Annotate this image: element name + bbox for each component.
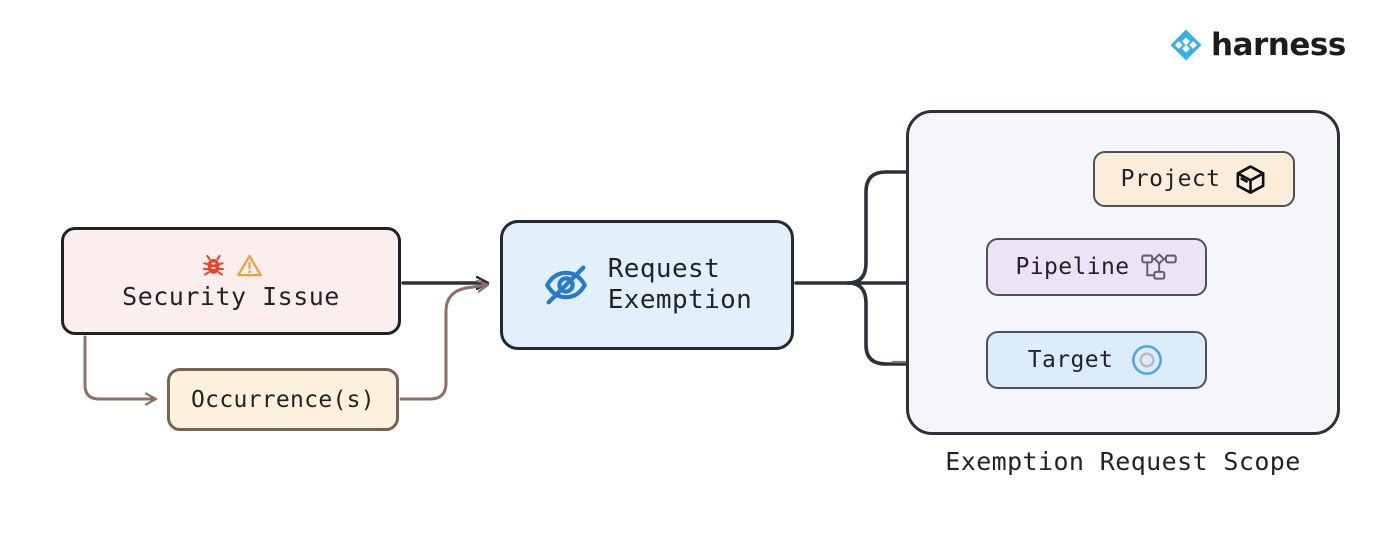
node-security-issue[interactable]: Security Issue <box>61 227 401 335</box>
request-exemption-label-line2: Exemption <box>607 285 753 315</box>
project-label: Project <box>1120 166 1221 192</box>
node-occurrences[interactable]: Occurrence(s) <box>167 368 399 431</box>
harness-wordmark: harness <box>1211 26 1346 63</box>
node-request-exemption[interactable]: Request Exemption <box>500 220 794 350</box>
edge-occurrences-to-request-exemption <box>399 285 487 401</box>
target-label: Target <box>1027 347 1114 373</box>
exemption-request-scope-label: Exemption Request Scope <box>945 447 1301 476</box>
security-issue-label: Security Issue <box>122 281 340 311</box>
node-project[interactable]: Project <box>1093 151 1295 207</box>
harness-logo: harness <box>1169 28 1346 62</box>
node-target[interactable]: Target <box>986 331 1207 389</box>
request-exemption-label: Request Exemption <box>608 254 752 315</box>
warning-triangle-icon <box>236 254 262 277</box>
request-exemption-label-line1: Request <box>607 254 721 285</box>
occurrences-label: Occurrence(s) <box>191 386 375 413</box>
edge-security-issue-to-occurrences <box>83 335 155 399</box>
target-circle-icon <box>1132 345 1163 375</box>
security-issue-icons <box>200 252 263 279</box>
node-pipeline[interactable]: Pipeline <box>986 238 1207 296</box>
eye-off-icon <box>544 265 587 305</box>
bug-icon <box>202 254 224 276</box>
harness-diamond-logo-icon <box>1170 29 1202 61</box>
pipeline-nodes-icon <box>1141 253 1178 280</box>
pipeline-label: Pipeline <box>1015 254 1130 280</box>
cube-icon <box>1236 164 1265 194</box>
